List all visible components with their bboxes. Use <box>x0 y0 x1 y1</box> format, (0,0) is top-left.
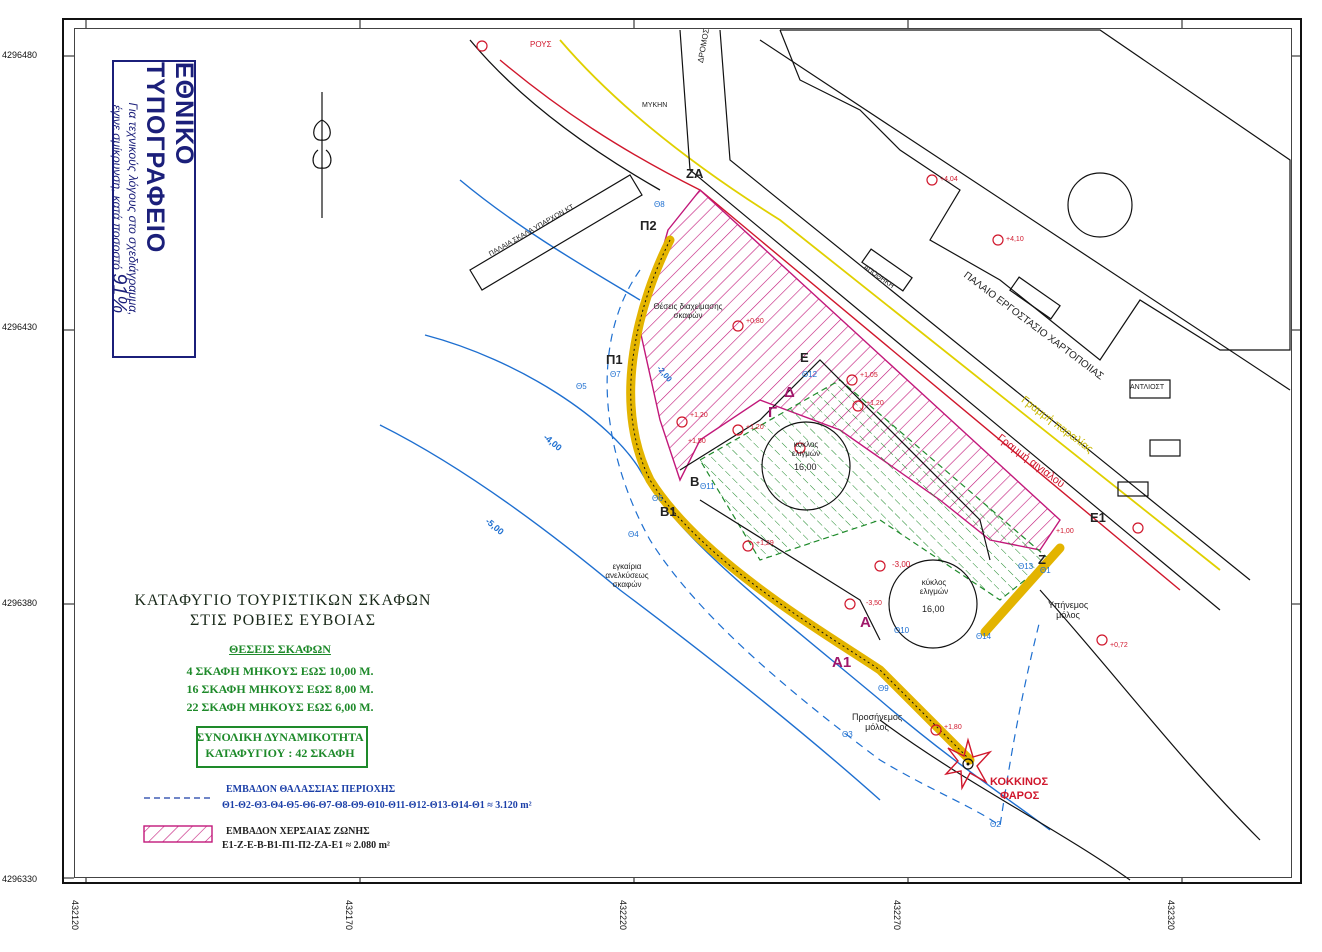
theta-label: Θ13 <box>1018 562 1034 571</box>
point-label: Α1 <box>832 654 852 671</box>
turning-circle <box>888 559 978 649</box>
mycenae-label: ΜΥΚΗΝ <box>642 102 668 109</box>
shore-edge <box>469 39 661 191</box>
point-label: ΖΑ <box>686 166 704 181</box>
theta-label: Θ10 <box>894 626 910 635</box>
old-pier <box>469 174 643 291</box>
elevation-label: +1,20 <box>866 400 884 407</box>
capacity-line-1: ΣΥΝΟΛΙΚΗ ΔΥΝΑΜΙΚΟΤΗΤΑ <box>196 730 364 744</box>
shore-edge <box>879 589 1261 881</box>
point-label: Γ <box>768 404 778 421</box>
grid-ticks <box>62 18 1302 884</box>
point-label: Δ <box>784 384 795 401</box>
coord-y-label: 4296480 <box>2 50 38 60</box>
theta-label: Θ11 <box>700 482 715 491</box>
theta-label: Θ9 <box>878 684 889 693</box>
theta-label: Θ6 <box>652 494 663 503</box>
elevation-label: +0,72 <box>1110 642 1128 649</box>
quay-lines <box>679 359 991 641</box>
point-label: Ε <box>800 350 809 365</box>
map-inner-frame <box>74 28 1292 878</box>
point-label: Β1 <box>660 504 677 519</box>
berths-heading: ΘΕΣΕΙΣ ΣΚΑΦΩΝ <box>229 642 331 656</box>
coord-y-label: 4296380 <box>2 598 38 608</box>
printing-office-stamp: ΕΘΝΙΚΟ ΤΥΠΟΓΡΑΦΕΙΟ Για τεχνικούς λόγους … <box>108 60 198 358</box>
capacity-line-2: ΚΑΤΑΦΥΓΙΟΥ : 42 ΣΚΑΦΗ <box>205 746 355 760</box>
road <box>679 29 1291 611</box>
circle-diameter: 16,00 <box>922 604 945 614</box>
shore-line <box>559 39 1221 571</box>
elevation-label: +1,20 <box>690 412 708 419</box>
factory-buildings <box>779 29 1291 497</box>
point-label: Ζ <box>1038 552 1046 567</box>
point-label: Α <box>860 614 871 631</box>
legend-title-1: ΚΑΤΑΦΥΓΙΟ ΤΟΥΡΙΣΤΙΚΩΝ ΣΚΑΦΩΝ <box>134 592 432 609</box>
elevation-markers <box>476 40 1144 736</box>
land-area-value: Ε1-Ζ-Ε-Β-Β1-Π1-Π2-ΖΑ-Ε1 ≈ 2.080 m² <box>222 840 390 851</box>
elevation-label: +4,10 <box>1006 236 1024 243</box>
elevation-label: +1,80 <box>944 724 962 731</box>
ramp-label: εγκαίρια ανελκύσεως σκαφών <box>605 562 649 589</box>
theta-label: Θ4 <box>628 530 639 539</box>
lighthouse-icon <box>944 737 993 791</box>
map-frame <box>62 18 1302 884</box>
point-label: Π2 <box>640 218 657 233</box>
theta-label: Θ7 <box>610 370 621 379</box>
elevation-label: +1,05 <box>860 372 878 379</box>
theta-label: Θ12 <box>802 370 818 379</box>
elevation-label: +4,04 <box>940 176 958 183</box>
elevation-label: +1,29 <box>756 540 774 547</box>
theta-label: Θ3 <box>842 730 853 739</box>
sea-area-value: Θ1-Θ2-Θ3-Θ4-Θ5-Θ6-Θ7-Θ8-Θ9-Θ10-Θ11-Θ12-Θ… <box>222 800 532 811</box>
elevation-label: +1,00 <box>1056 528 1074 535</box>
turning-circle-label: κύκλος ελιγμών <box>791 440 821 458</box>
lighthouse-label-2: ΦΑΡΟΣ <box>1000 790 1040 802</box>
circle-diameter: 16,00 <box>794 462 817 472</box>
theta-label: Θ2 <box>990 820 1001 829</box>
stamp-note-2-text: έγινε σμίκρυνση, κατά ποσοστό <box>110 104 124 270</box>
lighthouse-label-1: ΚΟΚΚΙΝΟΣ <box>990 776 1049 788</box>
turning-circle-label: κύκλος ελιγμών <box>919 578 949 596</box>
breakwater-edge <box>630 239 971 761</box>
elevation-label: -3,50 <box>866 600 882 607</box>
coast-line <box>499 59 1181 591</box>
elevation-label: +1,20 <box>746 424 764 431</box>
legend-title-2: ΣΤΙΣ ΡΟΒΙΕΣ ΕΥΒΟΙΑΣ <box>189 612 376 629</box>
turning-circle <box>761 421 851 511</box>
sea-area-title: ΕΜΒΑΔΟΝ ΘΑΛΑΣΣΙΑΣ ΠΕΡΙΟΧΗΣ <box>226 784 396 795</box>
berth-row: 22 ΣΚΑΦΗ ΜΗΚΟΥΣ ΕΩΣ 6,00 Μ. <box>186 700 374 714</box>
theta-label: Θ8 <box>654 200 665 209</box>
coord-y-label: 4296330 <box>2 874 38 884</box>
north-arrow-icon <box>312 92 332 218</box>
theta-label: Θ14 <box>976 632 992 641</box>
elevation-label: +0,80 <box>746 318 764 325</box>
stamp-content: ΕΘΝΙΚΟ ΤΥΠΟΓΡΑΦΕΙΟ Για τεχνικούς λόγους … <box>108 62 198 356</box>
breakwater-label: Προσήνεμος μόλος <box>852 712 903 732</box>
elevation-label: +1,50 <box>688 438 706 445</box>
stamp-percent: 91% <box>108 273 130 314</box>
pump-label: ΑΝΤΛΙΟΣΤ <box>1130 384 1165 391</box>
berth-row: 16 ΣΚΑΦΗ ΜΗΚΟΥΣ ΕΩΣ 8,00 Μ. <box>186 682 374 696</box>
stamp-note-2: έγινε σμίκρυνση, κατά ποσοστό 91% <box>108 104 130 313</box>
berth-row: 4 ΣΚΑΦΗ ΜΗΚΟΥΣ ΕΩΣ 10,00 Μ. <box>186 664 374 678</box>
land-area-title: ΕΜΒΑΔΟΝ ΧΕΡΣΑΙΑΣ ΖΩΝΗΣ <box>226 826 370 837</box>
point-label: Ε1 <box>1090 510 1106 525</box>
legend-land-symbol <box>143 825 213 843</box>
point-label: Β <box>690 474 700 489</box>
depth-label: -3,00 <box>892 560 911 569</box>
boat-storage-label: Θέσεις διαχείμασης σκαφών <box>653 302 723 320</box>
theta-label: Θ5 <box>576 382 587 391</box>
theta-label: Θ1 <box>1040 566 1051 575</box>
point-label: Π1 <box>606 352 623 367</box>
leeward-pier-label: Υπήνεμος μόλος <box>1048 600 1089 620</box>
capacity-box <box>196 726 368 768</box>
stamp-title: ΕΘΝΙΚΟ ΤΥΠΟΓΡΑΦΕΙΟ <box>141 62 198 254</box>
stream-label: ΡΟΥΣ <box>530 40 552 49</box>
leeward-pier <box>980 543 1065 637</box>
coord-y-label: 4296430 <box>2 322 38 332</box>
